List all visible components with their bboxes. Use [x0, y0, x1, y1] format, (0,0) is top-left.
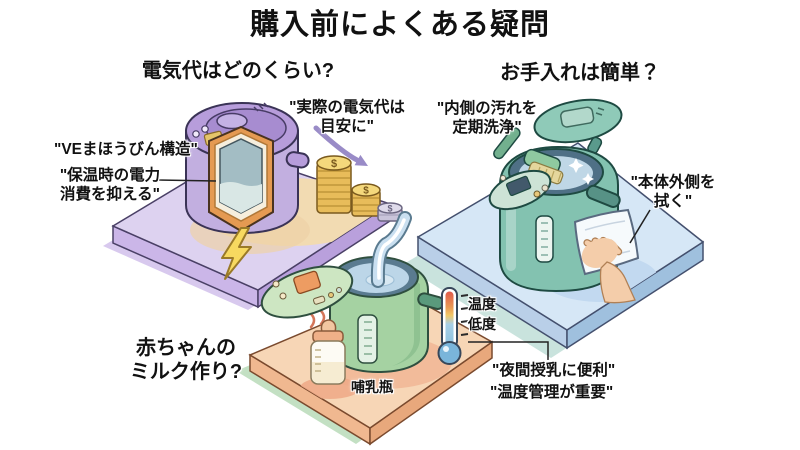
cleaning-heading: お手入れは簡単？: [500, 62, 660, 84]
water-level-window: [535, 215, 554, 263]
coin-stacks-icon: $ $ $: [316, 155, 403, 222]
control-panel: [260, 265, 354, 319]
thermometer-icon: [437, 287, 469, 365]
cleaning-scene: [402, 98, 705, 358]
vacuum-pot-illustration: [185, 102, 310, 235]
keep-warm-label: "保温時の電力 消費を抑える": [59, 167, 161, 203]
lightning-bolt-icon: [221, 227, 252, 280]
label-connector-line: [629, 209, 651, 244]
water-level-window: [357, 314, 378, 364]
ve-structure-label: "VEまほうびん構造": [54, 141, 198, 158]
label-connector-line: [468, 341, 549, 360]
lid-vents: [253, 102, 269, 112]
bottle-label: 哺乳瓶: [351, 379, 393, 395]
wipe-outside-label: "本体外側を 拭く": [630, 174, 716, 210]
control-panel: [488, 169, 552, 211]
dollar-symbol: $: [331, 158, 337, 170]
coin-stack-medium: $: [351, 183, 381, 217]
cutaway-cross-section: [208, 125, 274, 233]
baby-bottle-icon: [310, 319, 346, 385]
label-connector-line: [157, 179, 217, 182]
coin-stack-tall: $: [316, 155, 352, 214]
page-title: 購入前によくある疑問: [249, 9, 551, 41]
temp-control-label: "温度管理が重要": [490, 384, 614, 401]
baby-milk-heading: 赤ちゃんの ミルク作り?: [129, 337, 243, 384]
electricity-scene: $ $ $: [103, 102, 403, 310]
cleaning-pot-illustration: [488, 98, 623, 293]
milk-pot-illustration: [260, 211, 445, 374]
thermometer-ticks: [460, 294, 469, 336]
thermometer-low-label: 低度: [468, 316, 496, 332]
hand-cloth-icon: [573, 208, 640, 304]
arrow-down-right-icon: [313, 125, 368, 166]
electricity-heading: 電気代はどのくらい?: [141, 60, 335, 82]
dollar-symbol: $: [387, 204, 392, 214]
water-stream-icon: [370, 211, 412, 288]
thermometer-high-label: 温度: [468, 296, 496, 312]
pot-handle: [585, 184, 621, 208]
actual-cost-label: "実際の電気代は 目安に": [289, 99, 405, 135]
dollar-symbol: $: [363, 186, 369, 197]
pot-handle: [285, 151, 310, 169]
night-feeding-label: "夜間授乳に便利": [492, 362, 616, 379]
baby-milk-scene: [236, 211, 549, 446]
inner-clean-label: "内側の汚れを 定期洗浄": [436, 100, 538, 136]
